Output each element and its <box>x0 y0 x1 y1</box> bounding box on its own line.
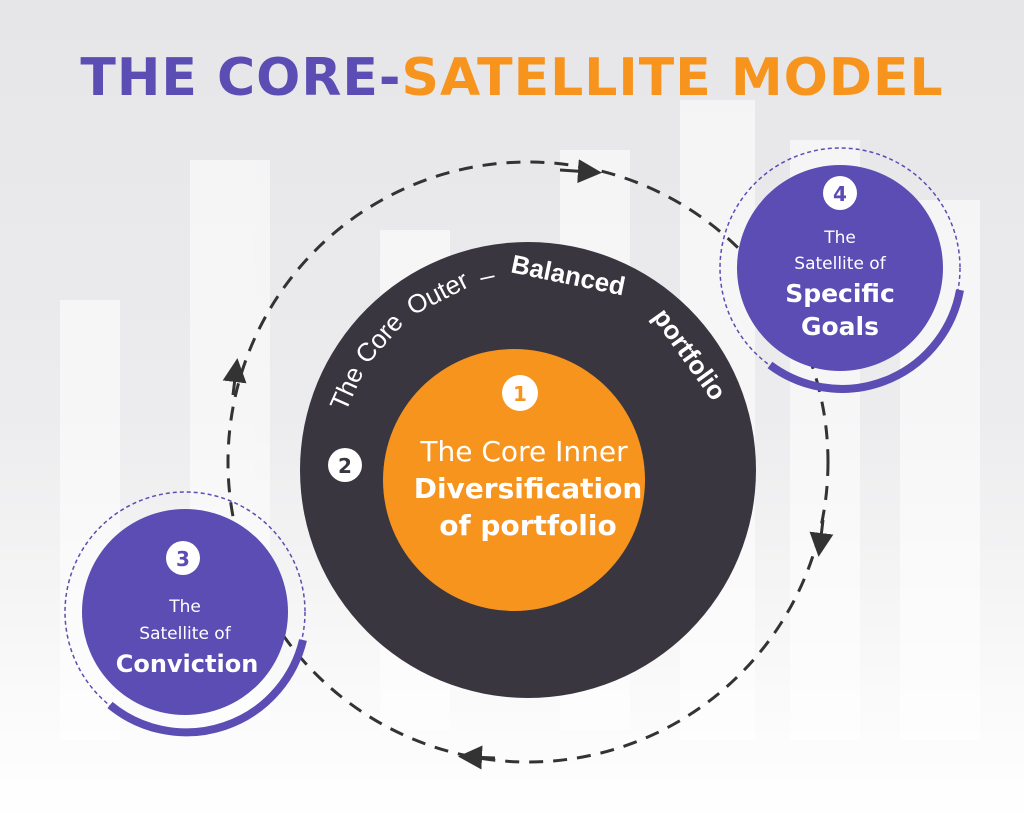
core-outer-label-word-3: – <box>477 259 498 291</box>
orbit-arrow-right <box>809 519 834 557</box>
conviction-line1: The <box>168 597 201 617</box>
number-1: 1 <box>513 382 527 406</box>
orbit-dashed-ring <box>226 160 830 764</box>
title-part-satellite: SATELLITE MODEL <box>401 48 944 108</box>
satellite-conviction: 3 The Satellite of Conviction <box>64 491 307 737</box>
goals-line4: Goals <box>801 312 879 341</box>
orbit-arrow-bottom <box>458 745 496 770</box>
number-badge-3 <box>166 541 200 575</box>
core-inner-circle: 1 The Core Inner Diversification of port… <box>383 349 645 611</box>
number-4: 4 <box>833 182 847 206</box>
goals-line1: The <box>823 228 856 248</box>
core-inner-line2: Diversification <box>414 472 643 505</box>
number-3: 3 <box>176 547 190 571</box>
number-2: 2 <box>338 454 352 478</box>
number-badge-1 <box>502 375 538 411</box>
number-badge-4 <box>823 176 857 210</box>
conviction-line3: Conviction <box>116 650 259 678</box>
orbit-arrow-top <box>559 159 602 184</box>
number-badge-2 <box>328 448 362 482</box>
core-inner-line3: of portfolio <box>439 509 617 542</box>
goals-line2: Satellite of <box>794 254 886 274</box>
page-title: THE CORE-SATELLITE MODEL <box>0 48 1024 108</box>
satellite-specific-goals: 4 The Satellite of Specific Goals <box>719 147 964 393</box>
core-inner-disc <box>383 349 645 611</box>
goals-line3: Specific <box>785 279 895 308</box>
core-inner-line1: The Core Inner <box>419 435 628 468</box>
conviction-line2: Satellite of <box>139 624 231 644</box>
title-part-core: THE CORE- <box>80 48 402 108</box>
orbit-arrow-left <box>222 358 247 396</box>
